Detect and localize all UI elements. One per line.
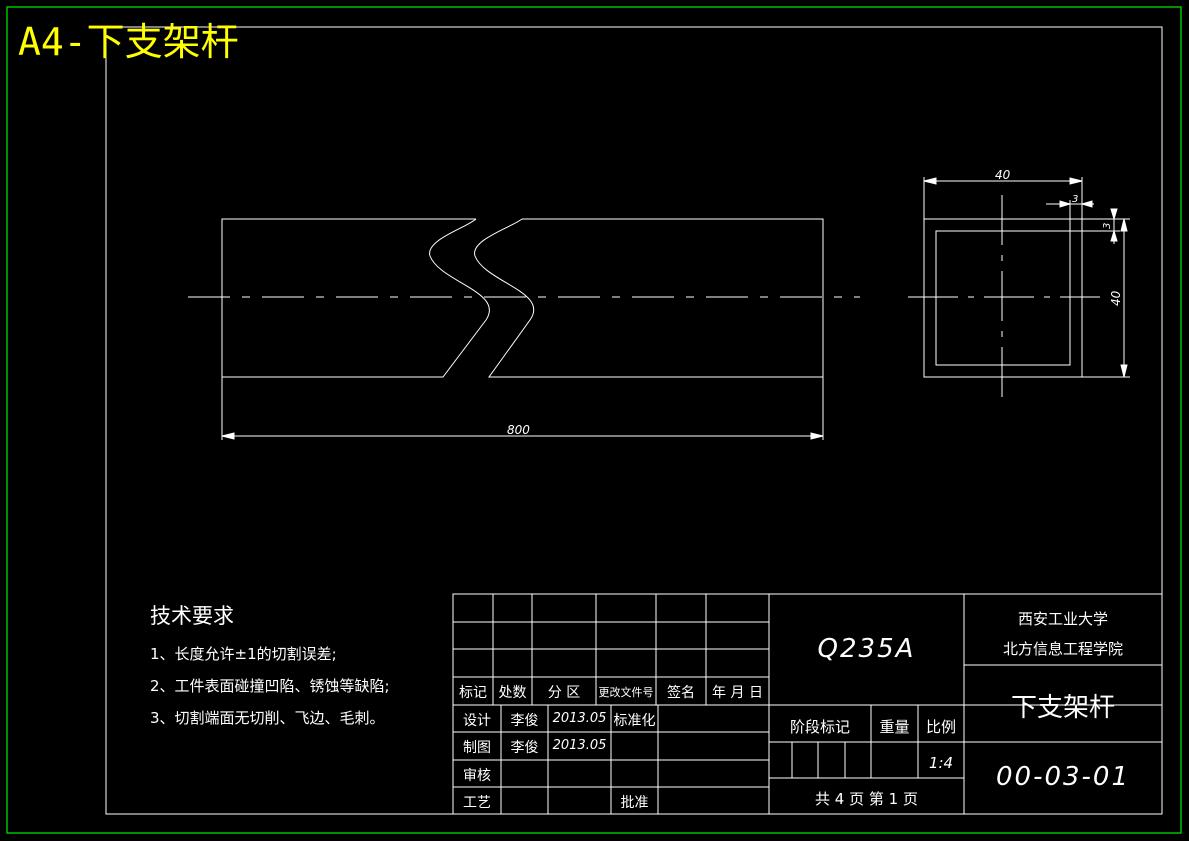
dim-width-arrow-right [1069, 177, 1083, 185]
section-view [908, 177, 1130, 398]
sheet-count: 共 4 页 第 1 页 [815, 790, 918, 808]
dim-wall-side-arrow-2 [1110, 229, 1118, 242]
draw-name: 李俊 [510, 740, 539, 756]
dim-length-arrow-right [810, 432, 824, 440]
check-label: 审核 [463, 768, 491, 784]
approve-label: 批准 [620, 795, 649, 811]
dim-wall-top-text: 3 [1072, 194, 1078, 205]
scale-value: 1:4 [928, 754, 954, 772]
tech-requirement-item: 1、长度允许±1的切割误差; [150, 645, 337, 663]
front-view [188, 218, 860, 440]
school-line-2: 北方信息工程学院 [1002, 640, 1123, 658]
dim-width-text: 40 [995, 168, 1011, 182]
design-name: 李俊 [510, 713, 539, 729]
dim-height-arrow-top [1120, 218, 1128, 232]
dim-length-arrow-left [221, 432, 235, 440]
design-label: 设计 [463, 713, 491, 729]
dim-length-text: 800 [507, 423, 530, 437]
design-date: 2013.05 [552, 711, 607, 726]
stage-label: 阶段标记 [789, 718, 850, 736]
scale-label: 比例 [925, 718, 956, 736]
dim-wall-side-text: 3 [1102, 223, 1113, 229]
sheet-label: A4-下支架杆 [18, 20, 239, 64]
dim-wall-top-arrow-2 [1080, 200, 1093, 208]
outer-border [6, 6, 1182, 834]
material: Q235A [817, 634, 916, 664]
dim-wall-side-arrow-1 [1110, 208, 1118, 221]
rev-header-mark: 标记 [459, 685, 487, 701]
tech-requirement-item: 3、切割端面无切削、飞边、毛刺。 [150, 709, 385, 727]
weight-label: 重量 [879, 718, 910, 736]
tech-requirements-title: 技术要求 [150, 604, 234, 628]
section-outer [923, 218, 1083, 378]
section-inner [935, 230, 1071, 366]
rev-header-sign: 签名 [667, 685, 695, 701]
school-line-1: 西安工业大学 [1017, 610, 1108, 628]
process-label: 工艺 [463, 795, 491, 811]
dim-height-arrow-bottom [1120, 364, 1128, 378]
rev-header-date: 年 月 日 [712, 685, 763, 701]
title-block-grid [452, 593, 1163, 815]
dim-height-text: 40 [1109, 290, 1123, 306]
rev-header-doc: 更改文件号 [598, 686, 654, 699]
dim-width-arrow-left [923, 177, 937, 185]
part-name: 下支架杆 [1010, 693, 1115, 723]
rev-header-zone: 分 区 [547, 685, 581, 701]
dim-wall-top-arrow-1 [1059, 200, 1072, 208]
draw-label: 制图 [463, 740, 491, 756]
front-view-right-piece [474, 218, 824, 378]
rev-header-count: 处数 [498, 685, 527, 701]
drawing-number: 00-03-01 [995, 762, 1130, 792]
front-view-left-piece [221, 218, 490, 378]
tech-requirement-item: 2、工件表面碰撞凹陷、锈蚀等缺陷; [150, 677, 390, 695]
standardize-label: 标准化 [613, 713, 656, 729]
draw-date: 2013.05 [552, 738, 607, 753]
